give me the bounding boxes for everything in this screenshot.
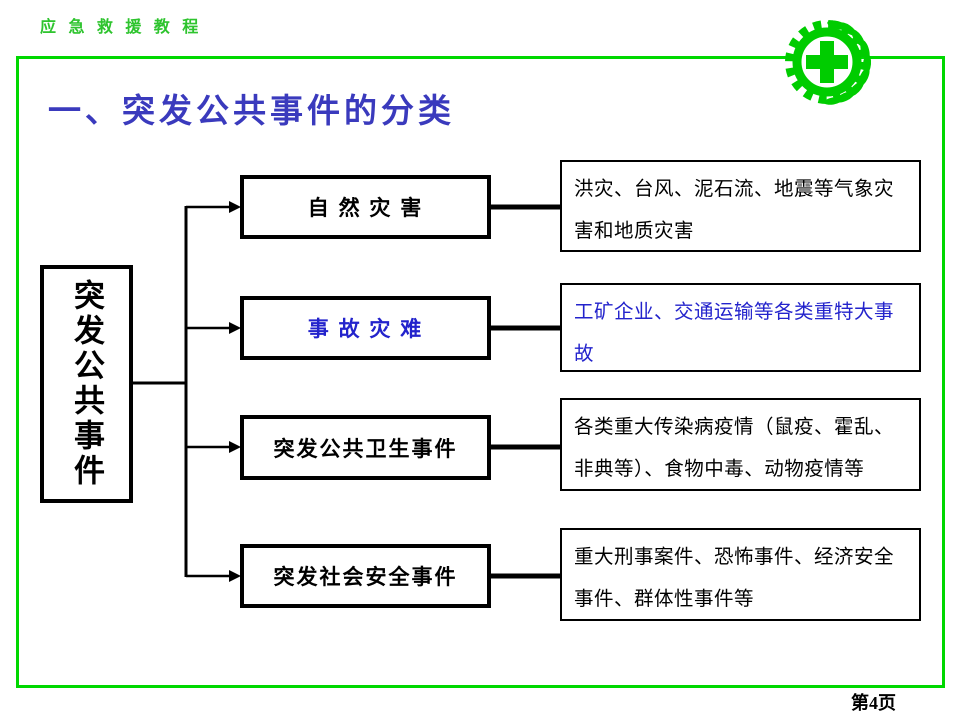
category-box-public-health-event: 突发公共卫生事件	[240, 415, 491, 480]
description-box-natural-disaster: 洪灾、台风、泥石流、地震等气象灾害和地质灾害	[560, 160, 921, 252]
category-box-natural-disaster: 自 然 灾 害	[240, 175, 491, 239]
slide-title: 一、突发公共事件的分类	[48, 92, 455, 129]
category-box-social-security-event: 突发社会安全事件	[240, 544, 491, 608]
description-box-social-security-event: 重大刑事案件、恐怖事件、经济安全事件、群体性事件等	[560, 528, 921, 621]
root-node-box: 突发公共事件	[40, 265, 133, 503]
root-node-label: 突发公共事件	[69, 279, 104, 489]
safety-cross-wreath-logo-icon	[785, 20, 872, 105]
description-box-accident-disaster: 工矿企业、交通运输等各类重特大事故	[560, 283, 921, 372]
wreath-leaves	[824, 20, 872, 105]
page-number: 第4页	[851, 693, 896, 713]
category-box-accident-disaster: 事 故 灾 难	[240, 296, 491, 360]
course-header-title: 应 急 救 援 教 程	[40, 19, 203, 36]
slide-frame-border	[16, 56, 945, 688]
description-box-public-health-event: 各类重大传染病疫情（鼠疫、霍乱、非典等）、食物中毒、动物疫情等	[560, 398, 921, 491]
